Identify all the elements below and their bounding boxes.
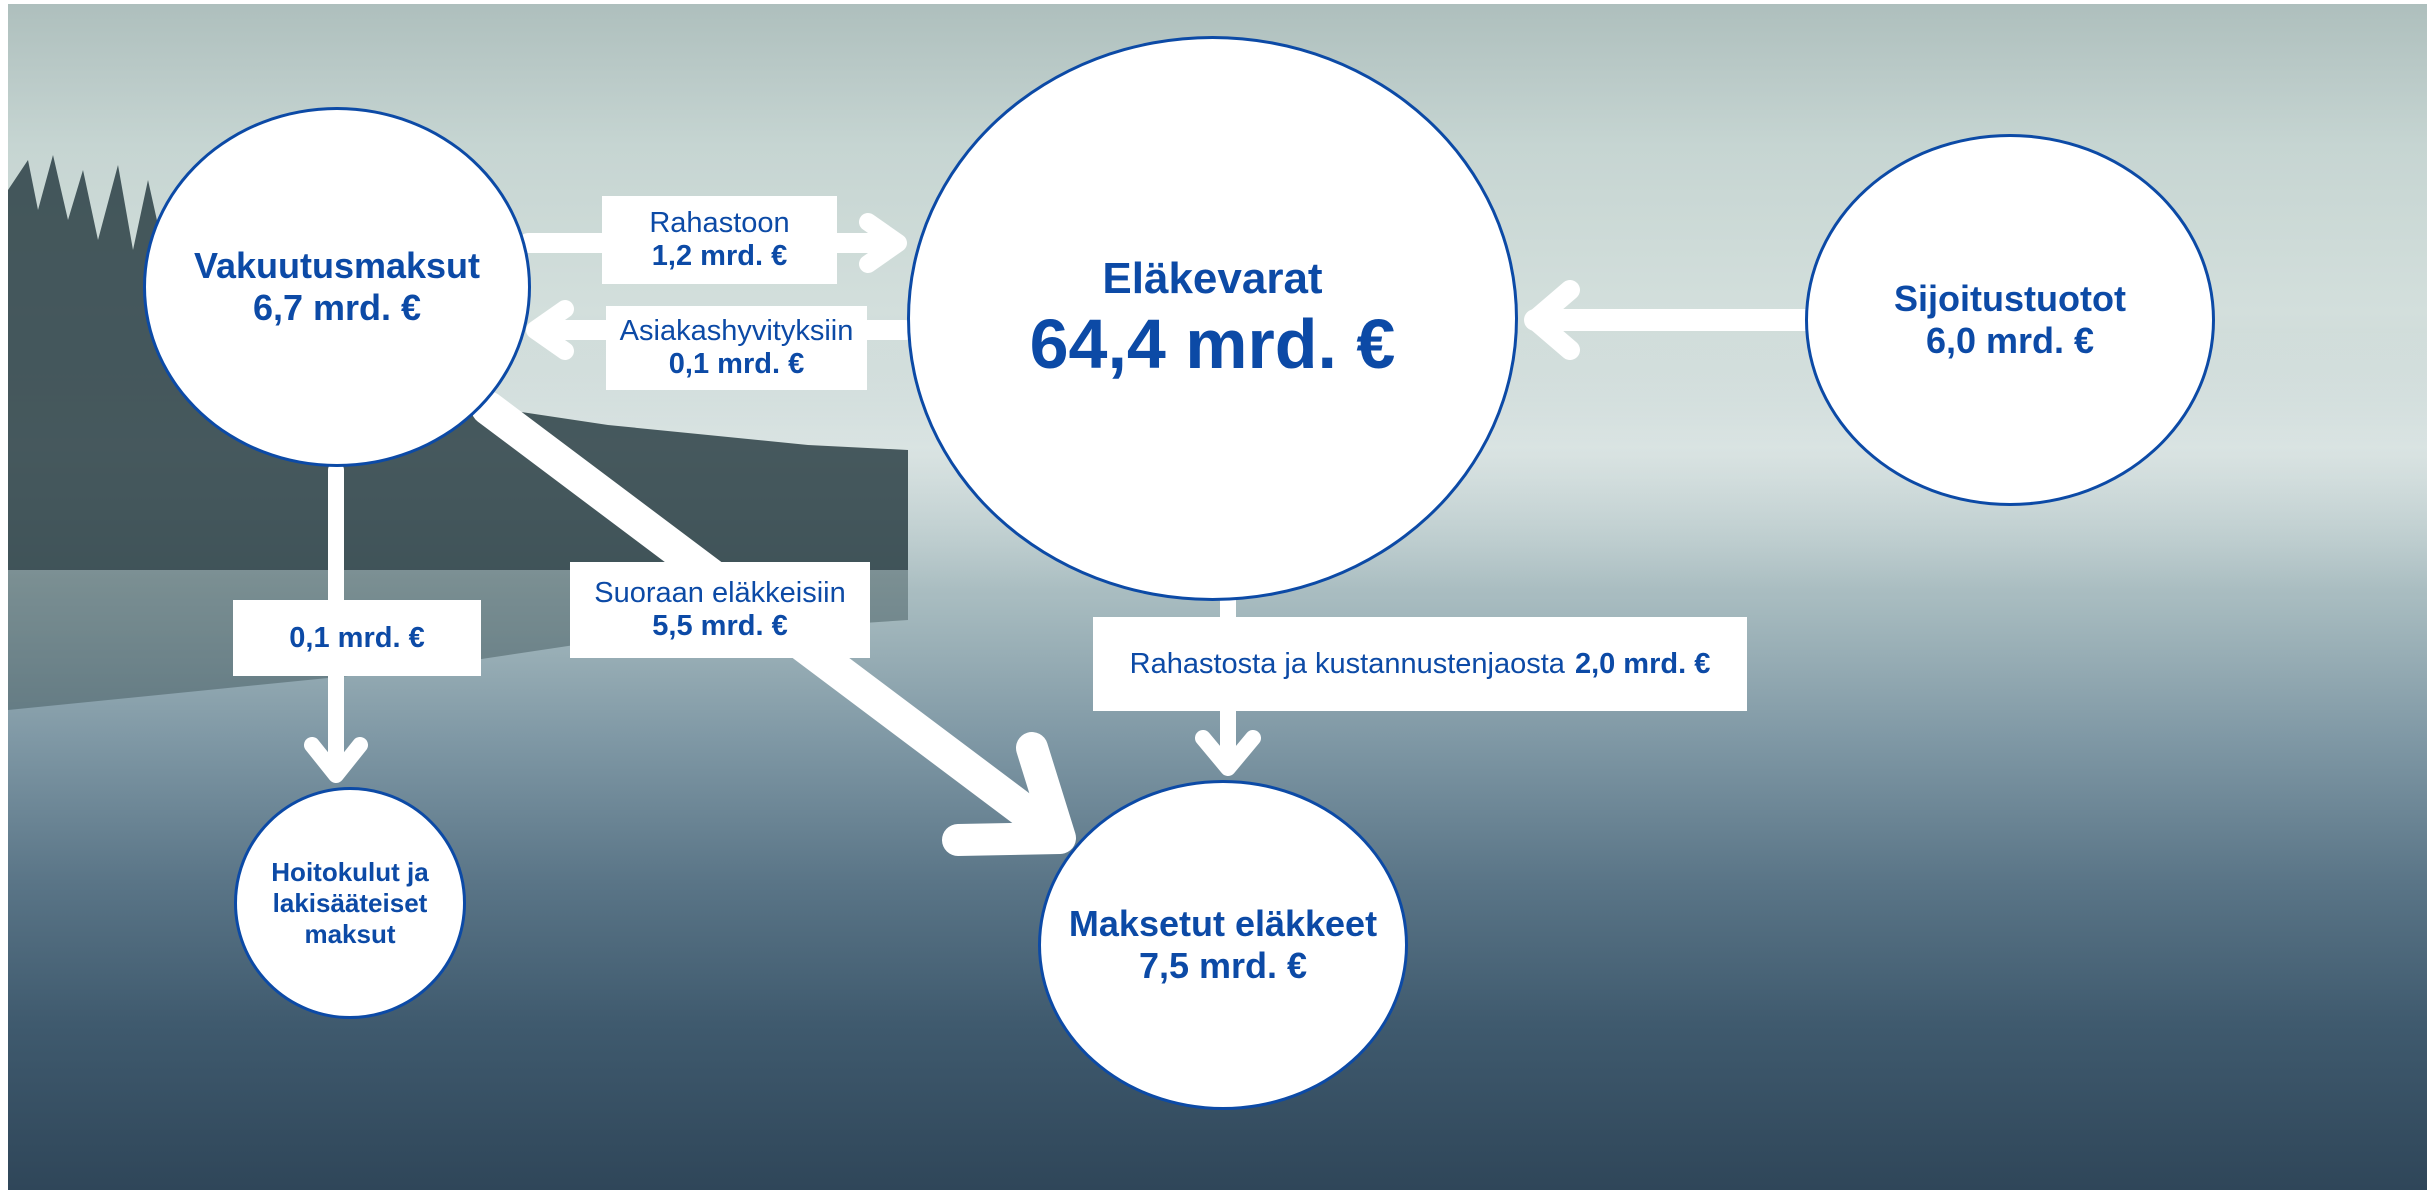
flow-suoraan-label: Suoraan eläkkeisiin bbox=[594, 577, 846, 609]
arrow-suoraan-head bbox=[942, 732, 1076, 856]
flow-suoraan-value: 5,5 mrd. € bbox=[652, 610, 788, 642]
flow-label-asiakashyvitykset: Asiakashyvityksiin 0,1 mrd. € bbox=[606, 306, 867, 390]
arrow-sijoitustuotot-head bbox=[1525, 280, 1580, 360]
node-maksetut: Maksetut eläkkeet 7,5 mrd. € bbox=[1038, 780, 1408, 1110]
arrow-rahastosta-head bbox=[1195, 730, 1261, 776]
node-hoitokulut-line2: lakisääteiset bbox=[272, 887, 428, 918]
flow-hoitokuluihin-value: 0,1 mrd. € bbox=[289, 621, 425, 654]
node-vakuutusmaksut: Vakuutusmaksut 6,7 mrd. € bbox=[143, 107, 531, 467]
flow-rahastosta-label: Rahastosta ja kustannustenjaosta bbox=[1129, 647, 1565, 680]
node-maksetut-value: 7,5 mrd. € bbox=[1138, 945, 1308, 986]
flow-asiakashyvitykset-value: 0,1 mrd. € bbox=[668, 348, 805, 380]
node-vakuutusmaksut-title: Vakuutusmaksut bbox=[193, 245, 481, 286]
node-elakevarat-title: Eläkevarat bbox=[1102, 253, 1323, 303]
node-elakevarat-value: 64,4 mrd. € bbox=[1029, 304, 1396, 383]
flow-rahastoon-label: Rahastoon bbox=[649, 207, 790, 239]
node-hoitokulut-line3: maksut bbox=[304, 918, 396, 949]
node-sijoitustuotot: Sijoitustuotot 6,0 mrd. € bbox=[1805, 134, 2215, 506]
flow-rahastoon-value: 1,2 mrd. € bbox=[651, 240, 788, 272]
arrow-rahastoon-head bbox=[859, 213, 907, 273]
node-hoitokulut: Hoitokulut ja lakisääteiset maksut bbox=[234, 787, 466, 1019]
node-maksetut-title: Maksetut eläkkeet bbox=[1068, 903, 1378, 944]
arrow-asiakashyvitykset-head bbox=[526, 300, 574, 360]
flow-label-suoraan: Suoraan eläkkeisiin 5,5 mrd. € bbox=[570, 562, 870, 658]
node-sijoitustuotot-value: 6,0 mrd. € bbox=[1925, 320, 2095, 361]
node-sijoitustuotot-title: Sijoitustuotot bbox=[1894, 278, 2126, 319]
arrow-hoitokuluihin-head bbox=[304, 737, 368, 783]
flow-label-rahastoon: Rahastoon 1,2 mrd. € bbox=[602, 196, 837, 284]
flow-asiakashyvitykset-label: Asiakashyvityksiin bbox=[619, 315, 854, 347]
flow-rahastosta-value: 2,0 mrd. € bbox=[1574, 647, 1711, 680]
node-vakuutusmaksut-value: 6,7 mrd. € bbox=[252, 287, 422, 328]
node-hoitokulut-line1: Hoitokulut ja bbox=[271, 856, 429, 887]
flow-label-rahastosta: Rahastosta ja kustannustenjaosta 2,0 mrd… bbox=[1093, 617, 1747, 711]
node-elakevarat: Eläkevarat 64,4 mrd. € bbox=[907, 36, 1518, 601]
flow-label-hoitokuluihin: 0,1 mrd. € bbox=[233, 600, 481, 676]
